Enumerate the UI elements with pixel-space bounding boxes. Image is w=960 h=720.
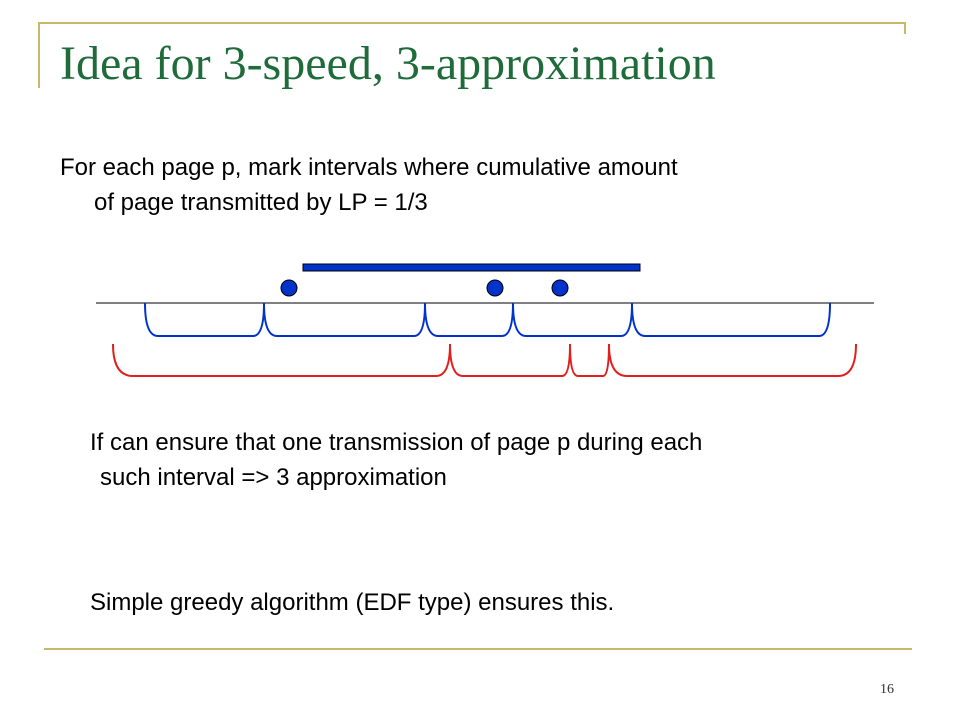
paragraph-greedy: Simple greedy algorithm (EDF type) ensur… — [90, 589, 615, 616]
transmission-bar — [302, 263, 641, 272]
frame-corner-tick — [904, 22, 906, 34]
frame-left-line — [38, 22, 40, 88]
red-interval-bracket — [569, 343, 610, 377]
frame-top-line — [38, 22, 906, 24]
red-interval-bracket — [608, 343, 857, 377]
request-dot — [280, 279, 298, 297]
paragraph-intervals: For each page p, mark intervals where cu… — [60, 150, 678, 220]
request-dot — [486, 279, 504, 297]
paragraph-intervals-line2: of page transmitted by LP = 1/3 — [94, 189, 428, 216]
blue-interval-bracket — [631, 302, 831, 337]
red-interval-bracket — [449, 343, 571, 377]
blue-interval-bracket — [144, 302, 265, 337]
slide-title: Idea for 3-speed, 3-approximation — [60, 37, 716, 90]
paragraph-approximation-line1: If can ensure that one transmission of p… — [90, 429, 703, 456]
interval-diagram — [96, 263, 874, 377]
request-dot — [551, 279, 569, 297]
paragraph-intervals-line1: For each page p, mark intervals where cu… — [60, 154, 678, 181]
blue-interval-bracket — [424, 302, 514, 337]
red-interval-bracket — [112, 343, 451, 377]
blue-interval-bracket — [263, 302, 426, 337]
frame-bottom-line — [44, 648, 912, 650]
paragraph-approximation-line2: such interval => 3 approximation — [100, 464, 447, 491]
paragraph-approximation: If can ensure that one transmission of p… — [90, 425, 702, 495]
blue-interval-bracket — [512, 302, 633, 337]
page-number: 16 — [880, 682, 894, 697]
